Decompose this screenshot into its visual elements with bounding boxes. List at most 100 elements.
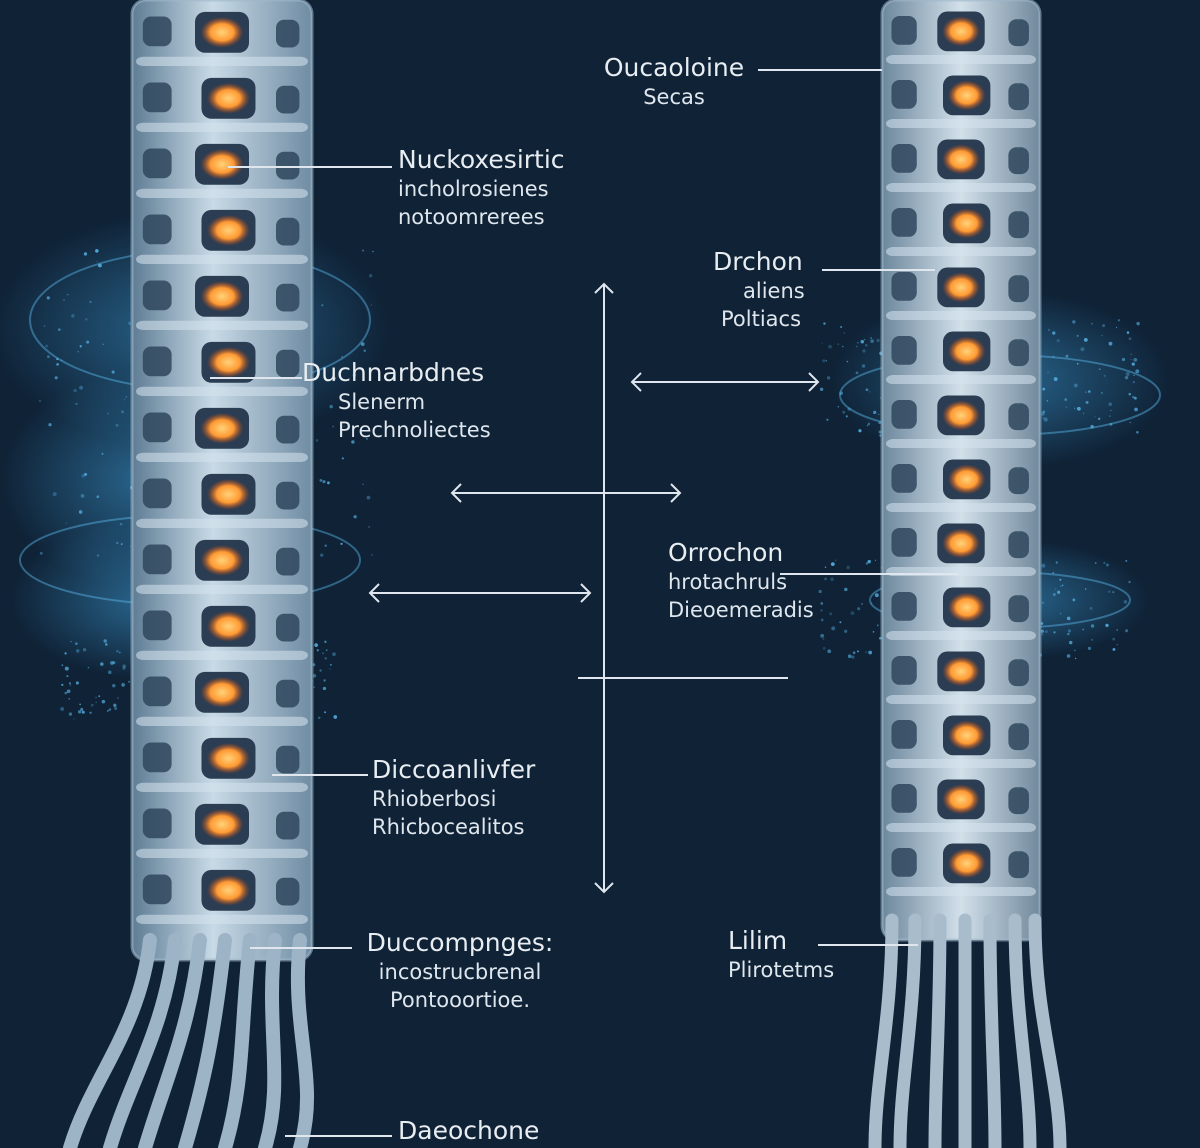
particle: [847, 654, 852, 659]
particle: [47, 355, 50, 359]
lattice-rung: [136, 386, 308, 396]
particle: [846, 565, 850, 570]
particle: [865, 651, 867, 653]
particle: [87, 666, 90, 669]
particle: [330, 664, 332, 666]
particle: [868, 391, 871, 393]
lattice-gap: [276, 481, 300, 510]
particle: [829, 612, 833, 616]
lattice-gap: [891, 16, 917, 45]
lattice-gap: [276, 613, 300, 642]
particle: [842, 410, 846, 414]
lattice-gap: [142, 808, 172, 839]
fiber-strand: [178, 933, 232, 1148]
lattice-gap: [891, 144, 917, 173]
particle: [1094, 561, 1097, 564]
label-line: incholrosienes: [398, 177, 549, 201]
lattice-gap: [276, 415, 300, 444]
particle: [856, 341, 859, 344]
particle: [856, 345, 858, 348]
particle: [1053, 631, 1056, 634]
particle: [1085, 400, 1089, 404]
lattice-gap: [142, 148, 172, 179]
particle: [98, 695, 101, 698]
particle: [1108, 341, 1113, 346]
particle: [65, 522, 67, 524]
particle: [876, 624, 879, 627]
lattice-gap: [1008, 595, 1029, 623]
particle: [1085, 391, 1087, 393]
glow-core: [942, 784, 980, 815]
particle: [108, 708, 112, 711]
particle: [837, 343, 840, 345]
particle: [1044, 630, 1048, 634]
particle: [322, 686, 327, 691]
arrow-head: [368, 583, 380, 603]
particle: [61, 683, 64, 686]
particle: [58, 328, 61, 331]
lattice-gap: [142, 412, 172, 443]
particle: [864, 343, 868, 347]
lattice-rung: [136, 914, 308, 924]
particle: [45, 344, 49, 348]
particle: [86, 340, 90, 344]
glow-core: [942, 16, 980, 47]
particle: [123, 399, 125, 401]
lattice-gap: [1008, 787, 1029, 815]
particle: [843, 332, 846, 335]
glow-core: [200, 16, 244, 48]
particle: [64, 691, 68, 695]
particle: [1133, 396, 1137, 400]
label-left-4: Duccompnges: incostrucbrenal Pontooortio…: [340, 928, 580, 1014]
particle: [85, 318, 88, 321]
particle: [1076, 406, 1081, 411]
particle: [1065, 406, 1068, 409]
particle: [320, 553, 324, 557]
particle: [82, 648, 87, 652]
particle: [1052, 355, 1055, 358]
glow-core: [947, 336, 986, 367]
glow-core: [206, 346, 251, 378]
particle: [1059, 612, 1062, 615]
particle: [361, 249, 365, 252]
particle: [322, 652, 324, 655]
particle: [870, 602, 873, 605]
lattice-gap: [142, 742, 172, 773]
particle: [332, 425, 335, 428]
particle: [850, 611, 855, 616]
particle: [1125, 559, 1128, 562]
particle: [1124, 629, 1129, 633]
arrow-head: [450, 483, 462, 503]
glow-core: [200, 280, 244, 312]
particle: [66, 293, 69, 296]
lattice-gap: [891, 784, 917, 813]
particle: [826, 376, 831, 380]
glow-core: [200, 676, 244, 708]
particle: [1074, 407, 1076, 409]
particle: [1061, 584, 1064, 587]
particle: [61, 664, 64, 666]
lattice-gap: [891, 336, 917, 365]
label-right-3: Orrochon hrotachruls Dieoemeradis: [668, 538, 814, 624]
particle: [1040, 629, 1044, 633]
label-title: Drchon: [713, 247, 803, 276]
left-column: [63, 0, 315, 1148]
label-line: Dieoemeradis: [668, 598, 814, 622]
particle: [313, 686, 315, 688]
lattice-gap: [1008, 851, 1029, 879]
particle: [1116, 643, 1119, 646]
particle: [63, 299, 65, 301]
label-right-1: Oucaoloine Secas: [586, 53, 762, 111]
particle: [1128, 337, 1132, 341]
particle: [1103, 374, 1106, 377]
particle: [1130, 353, 1132, 356]
lattice-rung: [886, 375, 1036, 384]
label-line: Pontooortioe.: [390, 988, 530, 1012]
particle: [96, 260, 99, 263]
particle: [1075, 657, 1077, 660]
particle: [121, 410, 124, 414]
particle: [1084, 588, 1087, 590]
particle: [1115, 326, 1118, 329]
particle: [362, 483, 364, 486]
particle: [46, 296, 50, 300]
